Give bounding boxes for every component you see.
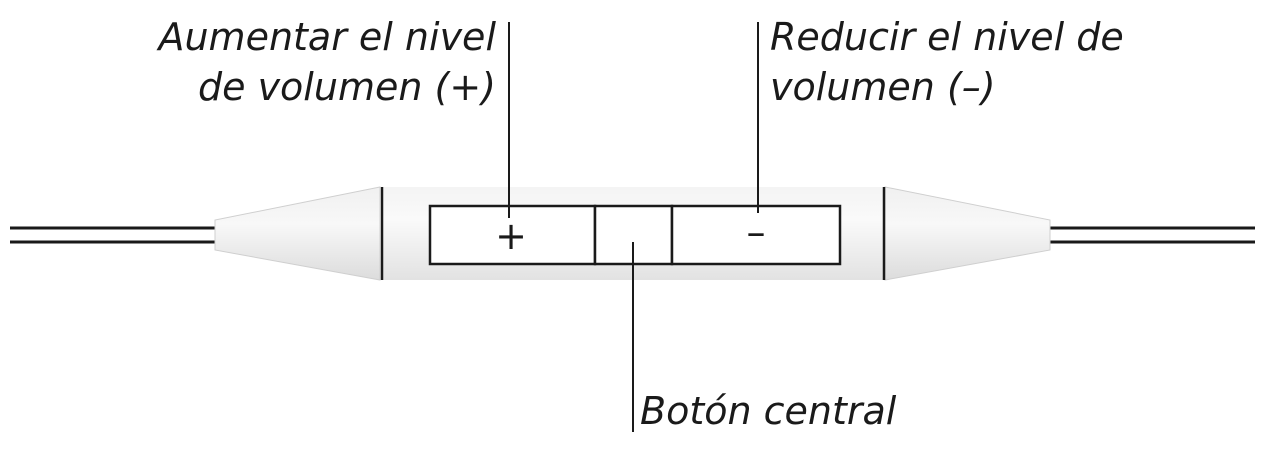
minus-symbol: –: [747, 210, 766, 254]
center-button-label-text: Botón central: [640, 389, 897, 433]
center-button-label: Botón central: [640, 386, 896, 436]
left-cable: [10, 226, 215, 244]
volume-down-label-line1: Reducir el nivel de: [770, 15, 1124, 59]
volume-down-label-line2: volumen (–): [770, 65, 996, 109]
right-taper: [884, 186, 1051, 281]
volume-up-button[interactable]: [428, 204, 597, 266]
plus-symbol: +: [495, 214, 527, 258]
button-panel: + –: [428, 204, 842, 266]
left-taper: [214, 186, 381, 281]
volume-down-label: Reducir el nivel de volumen (–): [770, 12, 1124, 112]
volume-up-label-line1: Aumentar el nivel: [158, 15, 496, 59]
volume-down-button[interactable]: [670, 204, 842, 266]
right-cable: [1050, 226, 1255, 244]
volume-up-label: Aumentar el nivel de volumen (+): [158, 12, 496, 112]
volume-up-label-line2: de volumen (+): [197, 65, 496, 109]
